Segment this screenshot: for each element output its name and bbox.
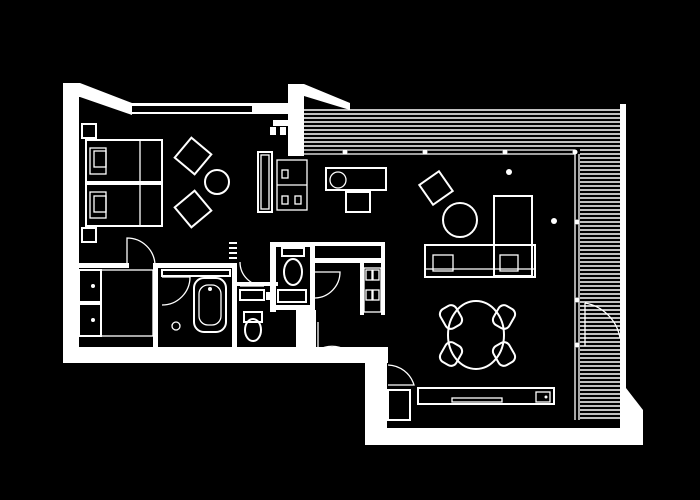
living-room	[325, 167, 557, 278]
dining-area	[438, 300, 517, 370]
armchair	[173, 189, 213, 229]
outer-walls	[63, 83, 643, 445]
kitchen-counter	[417, 387, 555, 405]
bathtub	[193, 277, 227, 333]
kitchenette	[417, 387, 555, 405]
dining-chair	[438, 341, 464, 367]
dining-table	[447, 300, 505, 370]
round-coffee-table	[442, 202, 478, 238]
bed-right	[85, 183, 163, 227]
armchair	[173, 136, 213, 176]
armchair	[417, 169, 455, 207]
utility-closet	[317, 267, 415, 421]
desk	[257, 151, 273, 213]
dining-chair	[438, 304, 464, 330]
dining-chair	[491, 341, 517, 367]
toilet	[283, 258, 303, 286]
sofa	[424, 244, 536, 278]
drain	[171, 321, 181, 331]
bath-wc	[239, 261, 272, 342]
desk	[325, 167, 387, 191]
round-side-table	[204, 169, 230, 195]
kitchen-sink	[535, 391, 551, 403]
bed-left	[85, 139, 163, 183]
desk-chair	[345, 191, 371, 213]
toilet	[244, 318, 262, 342]
dining-chair	[491, 304, 517, 330]
walk-in-closet	[78, 269, 154, 337]
guest-toilet	[277, 247, 341, 303]
terrace-decking	[304, 109, 620, 419]
bathroom	[161, 269, 231, 333]
interior-walls	[79, 120, 385, 348]
bedroom	[81, 123, 308, 266]
glazing	[304, 149, 621, 420]
